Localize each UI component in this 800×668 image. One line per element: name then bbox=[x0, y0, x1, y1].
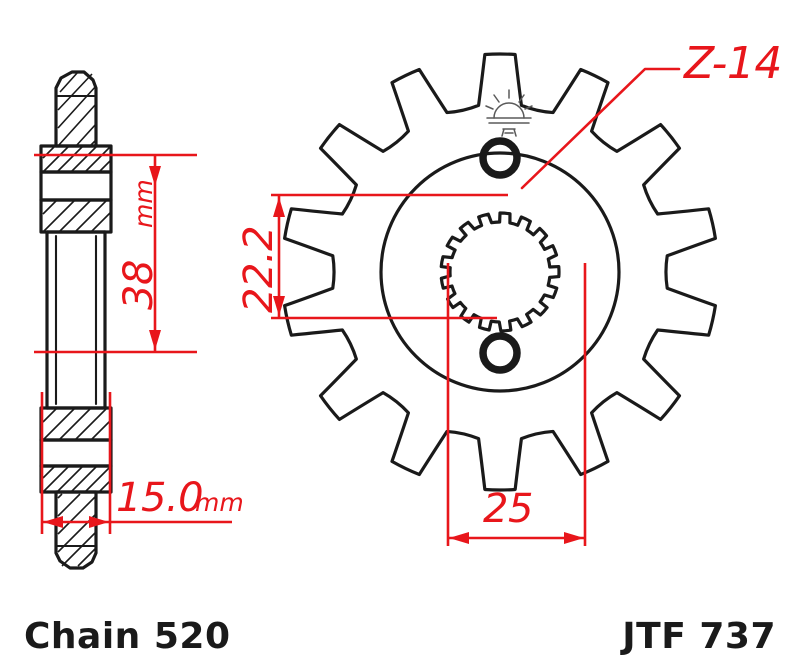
hatching-upper-tooth bbox=[57, 71, 97, 147]
hatching-upper-flange bbox=[42, 145, 112, 173]
arrow-25-right bbox=[564, 532, 584, 544]
hatching-lower-tooth bbox=[57, 493, 97, 567]
spline-bore bbox=[439, 211, 561, 333]
arrow-38-top bbox=[149, 166, 161, 186]
side-section-view bbox=[39, 70, 113, 570]
side-view-barrel bbox=[45, 230, 107, 410]
dimension-outer-diameter: 38 mm bbox=[34, 153, 197, 354]
dim-label-15-value: 15.0 bbox=[116, 475, 203, 521]
caption-part-number: JTF 737 bbox=[619, 616, 776, 657]
side-view-upper-web bbox=[39, 170, 113, 202]
dimension-bolt-spacing: 22.2 bbox=[236, 193, 508, 320]
callout-label-z14: Z-14 bbox=[683, 38, 782, 89]
hub-face-circle bbox=[379, 151, 621, 393]
caption-chain: Chain 520 bbox=[24, 616, 231, 657]
dim-label-25: 25 bbox=[483, 486, 533, 532]
arrow-222-top bbox=[273, 197, 285, 217]
leader-line-z14 bbox=[520, 67, 681, 190]
side-view-barrel-inner bbox=[54, 234, 98, 406]
dim-label-38-unit: mm bbox=[129, 179, 158, 228]
dimension-thickness: 15.0 mm bbox=[40, 392, 244, 534]
front-view-sprocket bbox=[283, 52, 717, 492]
arrow-38-bottom bbox=[149, 330, 161, 350]
arrow-222-bottom bbox=[273, 296, 285, 316]
hatching-lower-hub bbox=[42, 407, 112, 441]
arrow-15-right bbox=[89, 516, 109, 528]
sunrise-logo-icon bbox=[485, 89, 533, 137]
dim-label-15-unit: mm bbox=[195, 488, 244, 517]
side-view-lower-tooth bbox=[54, 490, 98, 570]
hatching-lower-flange bbox=[42, 465, 112, 493]
dim-label-222: 22.2 bbox=[236, 226, 282, 313]
bolt-hole-top bbox=[479, 137, 521, 179]
sprocket-teeth bbox=[283, 52, 717, 492]
arrow-15-left bbox=[43, 516, 63, 528]
arrow-25-left bbox=[449, 532, 469, 544]
hatching-upper-hub bbox=[42, 199, 112, 233]
dim-label-38-value: 38 bbox=[116, 260, 162, 310]
dimension-spline-width: 25 bbox=[446, 263, 587, 546]
side-view-upper-hub bbox=[39, 198, 113, 234]
side-view-lower-web bbox=[39, 438, 113, 468]
bolt-hole-bottom bbox=[479, 332, 521, 374]
callout-teeth-count: Z-14 bbox=[520, 38, 782, 190]
